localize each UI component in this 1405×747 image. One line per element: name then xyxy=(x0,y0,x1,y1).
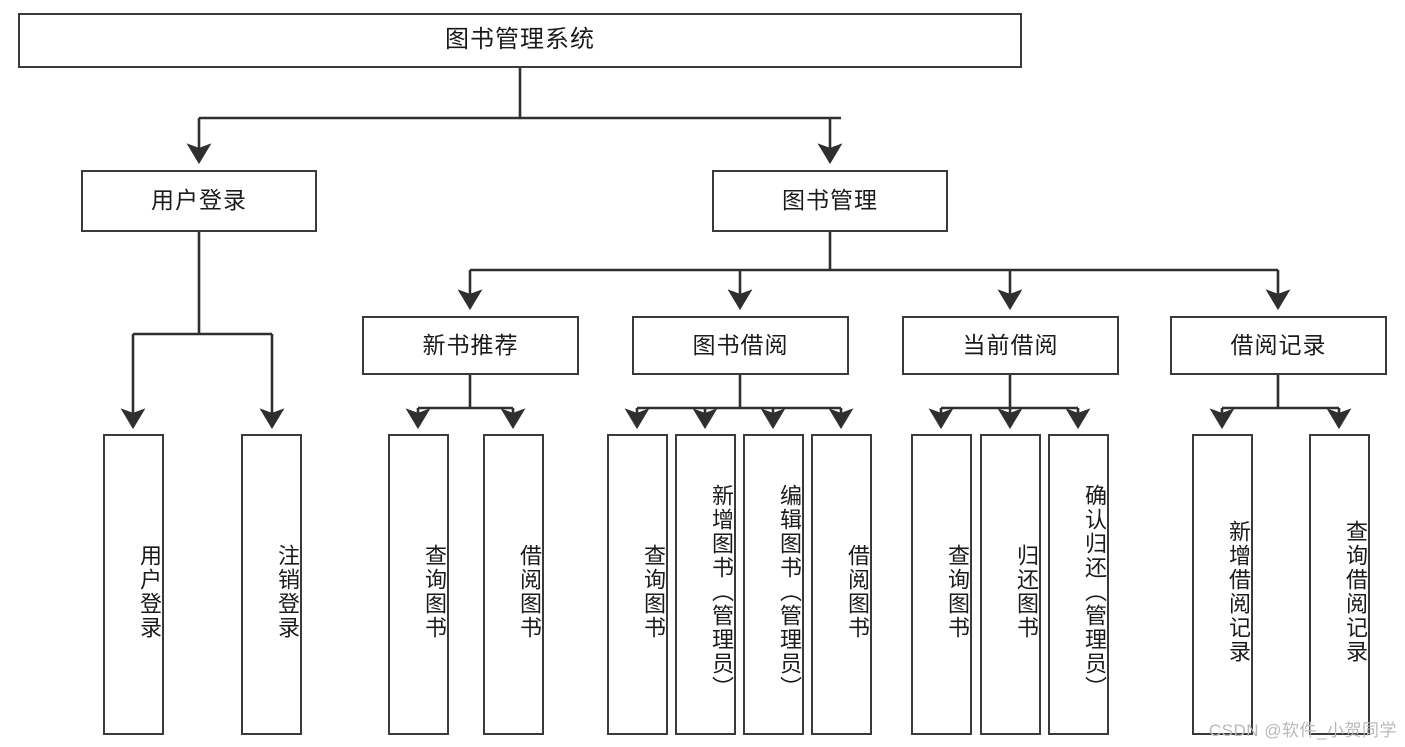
node-leaf-rec-borrow-label: 借阅图书 xyxy=(517,543,542,640)
node-leaf-cur-return-label: 归还图书 xyxy=(1014,543,1039,640)
node-leaf-cur-query[interactable]: 查询图书 xyxy=(911,434,972,735)
watermark: CSDN @软件_小贺同学 xyxy=(1208,721,1397,740)
node-leaf-borrow-add[interactable]: 新增图书（管理员） xyxy=(675,434,736,735)
node-new-book-rec-label: 新书推荐 xyxy=(422,331,519,358)
node-leaf-user-login-label: 用户登录 xyxy=(137,543,162,640)
node-leaf-cur-confirm-label: 确认归还（管理员） xyxy=(1082,483,1107,700)
node-root-label: 图书管理系统 xyxy=(445,26,595,54)
node-leaf-rec-search[interactable]: 查询借阅记录 xyxy=(1309,434,1370,735)
node-leaf-borrow-do[interactable]: 借阅图书 xyxy=(811,434,872,735)
node-book-borrow[interactable]: 图书借阅 xyxy=(632,316,849,375)
node-book-manage-label: 图书管理 xyxy=(782,187,878,214)
node-user-login-label: 用户登录 xyxy=(151,187,247,214)
node-leaf-user-logout-label: 注销登录 xyxy=(275,543,300,640)
node-leaf-borrow-add-label: 新增图书（管理员） xyxy=(709,483,734,700)
node-leaf-borrow-query-label: 查询图书 xyxy=(641,543,666,640)
node-borrow-record-label: 借阅记录 xyxy=(1230,331,1327,358)
node-leaf-rec-query[interactable]: 查询图书 xyxy=(388,434,449,735)
node-leaf-rec-add-label: 新增借阅记录 xyxy=(1226,519,1251,664)
node-leaf-cur-return[interactable]: 归还图书 xyxy=(980,434,1041,735)
node-root[interactable]: 图书管理系统 xyxy=(18,13,1022,68)
node-book-manage[interactable]: 图书管理 xyxy=(712,170,948,232)
node-user-login[interactable]: 用户登录 xyxy=(81,170,317,232)
node-leaf-user-login[interactable]: 用户登录 xyxy=(103,434,164,735)
node-current-borrow-label: 当前借阅 xyxy=(962,331,1059,358)
node-leaf-rec-borrow[interactable]: 借阅图书 xyxy=(483,434,544,735)
node-leaf-borrow-edit[interactable]: 编辑图书（管理员） xyxy=(743,434,804,735)
node-current-borrow[interactable]: 当前借阅 xyxy=(902,316,1119,375)
node-leaf-rec-add[interactable]: 新增借阅记录 xyxy=(1192,434,1253,735)
node-leaf-borrow-edit-label: 编辑图书（管理员） xyxy=(777,483,802,700)
node-leaf-cur-query-label: 查询图书 xyxy=(945,543,970,640)
node-leaf-rec-query-label: 查询图书 xyxy=(422,543,447,640)
node-book-borrow-label: 图书借阅 xyxy=(692,331,789,358)
node-leaf-cur-confirm[interactable]: 确认归还（管理员） xyxy=(1048,434,1109,735)
node-borrow-record[interactable]: 借阅记录 xyxy=(1170,316,1387,375)
node-leaf-borrow-do-label: 借阅图书 xyxy=(845,543,870,640)
node-leaf-rec-search-label: 查询借阅记录 xyxy=(1343,519,1368,664)
node-leaf-user-logout[interactable]: 注销登录 xyxy=(241,434,302,735)
node-new-book-rec[interactable]: 新书推荐 xyxy=(362,316,579,375)
node-leaf-borrow-query[interactable]: 查询图书 xyxy=(607,434,668,735)
